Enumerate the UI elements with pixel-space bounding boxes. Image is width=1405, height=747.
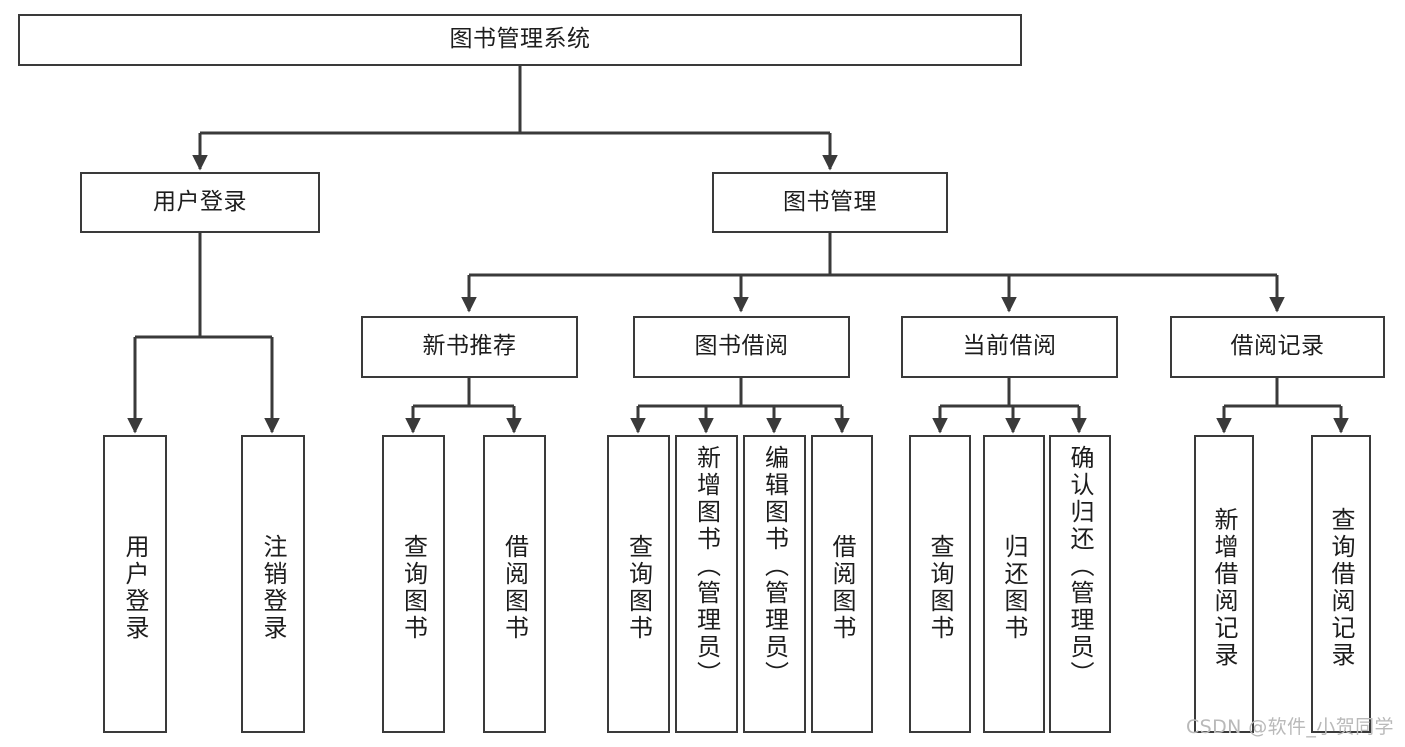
node-book-manage-label: 图书管理: [783, 188, 877, 215]
node-leaf-query-book-3-label: 查询图书: [926, 534, 954, 642]
node-current-borrow-label: 当前借阅: [962, 333, 1057, 360]
node-leaf-user-login[interactable]: 用户登录: [103, 435, 167, 733]
node-leaf-add-record[interactable]: 新增借阅记录: [1194, 435, 1254, 733]
node-leaf-return-book-label: 归还图书: [1000, 534, 1028, 642]
node-leaf-borrow-book-2[interactable]: 借阅图书: [811, 435, 873, 733]
node-leaf-edit-book-label: 编辑图书（管理员）: [760, 445, 789, 688]
node-leaf-query-book-2[interactable]: 查询图书: [607, 435, 670, 733]
node-current-borrow[interactable]: 当前借阅: [901, 316, 1118, 378]
node-borrow-record-label: 借阅记录: [1230, 333, 1325, 360]
node-user-login[interactable]: 用户登录: [80, 172, 320, 233]
node-leaf-query-record-label: 查询借阅记录: [1327, 507, 1355, 669]
node-root-label: 图书管理系统: [449, 26, 591, 53]
node-leaf-return-book[interactable]: 归还图书: [983, 435, 1045, 733]
node-leaf-query-book-1-label: 查询图书: [399, 534, 428, 642]
node-user-login-label: 用户登录: [153, 188, 247, 215]
node-leaf-borrow-book-1-label: 借阅图书: [500, 534, 529, 642]
node-leaf-query-record[interactable]: 查询借阅记录: [1311, 435, 1371, 733]
node-leaf-add-book[interactable]: 新增图书（管理员）: [675, 435, 738, 733]
node-root[interactable]: 图书管理系统: [18, 14, 1022, 66]
node-book-manage[interactable]: 图书管理: [712, 172, 948, 233]
node-leaf-borrow-book-1[interactable]: 借阅图书: [483, 435, 546, 733]
watermark-text: CSDN @软件_小贺同学: [1186, 716, 1394, 738]
node-leaf-add-record-label: 新增借阅记录: [1210, 507, 1238, 669]
node-leaf-query-book-3[interactable]: 查询图书: [909, 435, 971, 733]
node-leaf-query-book-2-label: 查询图书: [624, 534, 653, 642]
node-borrow-record[interactable]: 借阅记录: [1170, 316, 1385, 378]
node-leaf-logout[interactable]: 注销登录: [241, 435, 305, 733]
node-new-book-rec-label: 新书推荐: [422, 333, 517, 360]
node-leaf-user-login-label: 用户登录: [121, 534, 149, 642]
node-leaf-borrow-book-2-label: 借阅图书: [828, 534, 856, 642]
node-leaf-confirm-return[interactable]: 确认归还（管理员）: [1049, 435, 1111, 733]
node-book-borrow-label: 图书借阅: [694, 333, 789, 360]
node-leaf-query-book-1[interactable]: 查询图书: [382, 435, 445, 733]
node-leaf-edit-book[interactable]: 编辑图书（管理员）: [743, 435, 806, 733]
node-leaf-add-book-label: 新增图书（管理员）: [692, 445, 721, 688]
node-book-borrow[interactable]: 图书借阅: [633, 316, 850, 378]
node-new-book-rec[interactable]: 新书推荐: [361, 316, 578, 378]
node-leaf-confirm-return-label: 确认归还（管理员）: [1066, 445, 1094, 688]
node-leaf-logout-label: 注销登录: [259, 534, 287, 642]
